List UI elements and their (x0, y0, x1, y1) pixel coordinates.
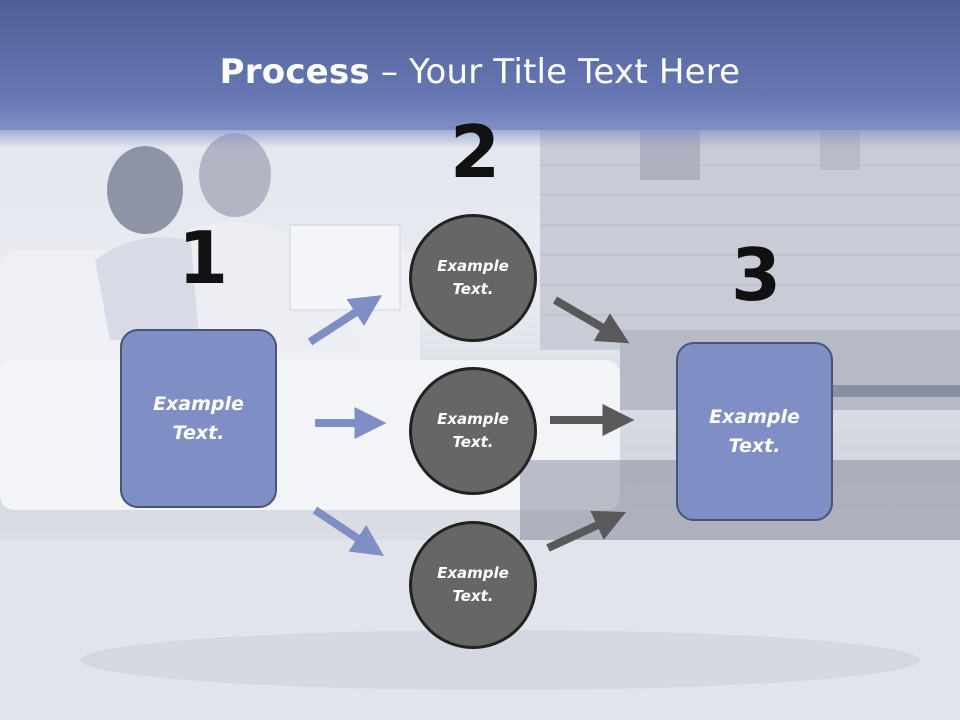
title-bar (0, 0, 960, 130)
circle-middle-line2: Text. (452, 433, 494, 451)
step-2-circle-bottom: Example Text. (409, 521, 537, 649)
arrow-bottom-to-3 (546, 510, 627, 552)
arrow-top-to-3 (552, 296, 630, 344)
title-bold: Process (219, 52, 370, 92)
circle-top-line1: Example (437, 257, 509, 275)
circle-bottom-line2: Text. (452, 587, 494, 605)
step-number-2: 2 (450, 110, 501, 194)
title-rest: – Your Title Text Here (380, 52, 741, 92)
step-2-circle-top: Example Text. (409, 214, 537, 342)
step-2-circle-middle: Example Text. (409, 367, 537, 495)
step-3-text-line2: Text. (728, 434, 781, 457)
step-1-text-line1: Example (153, 392, 244, 415)
step-1-text-line2: Text. (172, 421, 225, 444)
step-number-3: 3 (731, 233, 782, 317)
step-3-box: Example Text. (676, 342, 833, 521)
circle-middle-line1: Example (437, 410, 509, 428)
circle-bottom-line1: Example (437, 564, 509, 582)
circle-top-line2: Text. (452, 280, 494, 298)
step-3-text-line1: Example (709, 405, 800, 428)
arrow-1-to-bottom (312, 506, 384, 556)
title-fade (0, 122, 960, 148)
arrow-1-to-top (307, 295, 383, 346)
slide-title: Process – Your Title Text Here (0, 52, 960, 92)
step-1-box: Example Text. (120, 329, 277, 508)
step-number-1: 1 (178, 216, 229, 300)
